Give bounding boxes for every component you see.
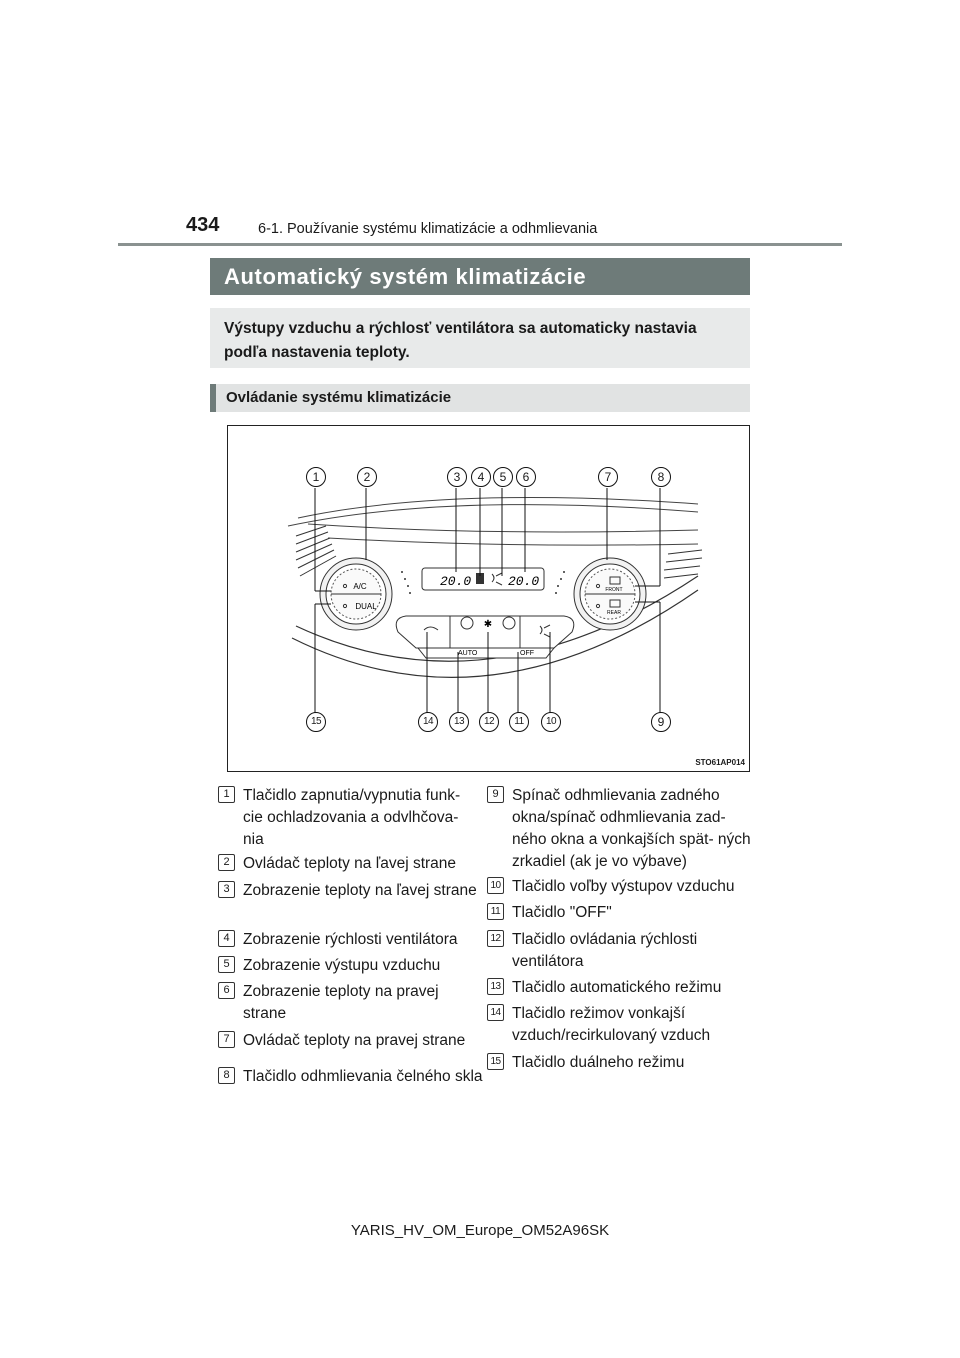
legend-item: 6 Zobrazenie teploty na pravej strane [218, 981, 483, 1025]
legend-item: 12 Tlačidlo ovládania rýchlosti ventilát… [487, 929, 752, 973]
legend-item: 11 Tlačidlo "OFF" [487, 902, 752, 924]
off-label: OFF [520, 650, 534, 657]
callout-7: 7 [598, 467, 618, 487]
legend-text: Zobrazenie rýchlosti ventilátora [243, 931, 458, 948]
legend-text: Zobrazenie výstupu vzduchu [243, 957, 441, 974]
callout-13: 13 [449, 712, 469, 732]
legend-number: 6 [218, 982, 235, 999]
callout-3: 3 [447, 467, 467, 487]
page-number: 434 [186, 214, 220, 236]
svg-text:✱: ✱ [484, 619, 492, 630]
legend-number: 8 [218, 1067, 235, 1084]
dual-label: DUAL [355, 602, 377, 611]
legend-number: 15 [487, 1053, 504, 1070]
legend-text: Zobrazenie teploty na ľavej strane [243, 882, 477, 899]
legend-item: 15 Tlačidlo duálneho režimu [487, 1052, 752, 1074]
header-rule [118, 243, 842, 246]
legend-item: 14 Tlačidlo režimov vonkajší vzduch/reci… [487, 1003, 752, 1047]
legend-number: 9 [487, 786, 504, 803]
legend-item: 8 Tlačidlo odhmlievania čelného skla [218, 1066, 483, 1088]
section-title: Automatický systém klimatizácie [210, 258, 750, 295]
legend-text: Tlačidlo ovládania rýchlosti ventilátora [512, 931, 698, 970]
legend-item: 2 Ovládač teploty na ľavej strane [218, 853, 483, 875]
footer-document-code: YARIS_HV_OM_Europe_OM52A96SK [350, 1222, 610, 1239]
legend-text: Tlačidlo automatického režimu [512, 979, 722, 996]
legend-text: Tlačidlo režimov vonkajší vzduch/recirku… [512, 1005, 711, 1044]
legend-number: 13 [487, 978, 504, 995]
figure-code: STO61AP014 [695, 758, 745, 767]
left-temp-display: 20.0 [440, 574, 471, 589]
right-temp-display: 20.0 [508, 574, 539, 589]
legend-item: 9 Spínač odhmlievania zadného okna/spína… [487, 785, 752, 873]
legend-item: 7 Ovládač teploty na pravej strane [218, 1030, 483, 1052]
legend-text: Tlačidlo "OFF" [512, 904, 612, 921]
legend-item: 5 Zobrazenie výstupu vzduchu [218, 955, 483, 977]
legend-number: 2 [218, 854, 235, 871]
legend-item: 4 Zobrazenie rýchlosti ventilátora [218, 929, 483, 951]
callout-6: 6 [516, 467, 536, 487]
legend-text: Ovládač teploty na pravej strane [243, 1032, 466, 1049]
legend-text: Tlačidlo odhmlievania čelného skla [243, 1068, 483, 1085]
callout-2: 2 [357, 467, 377, 487]
legend-number: 5 [218, 956, 235, 973]
callout-1: 1 [306, 467, 326, 487]
chapter-title: 6-1. Používanie systému klimatizácie a o… [258, 221, 598, 237]
legend-number: 14 [487, 1004, 504, 1021]
callout-12: 12 [479, 712, 499, 732]
callout-10: 10 [541, 712, 561, 732]
legend-item: 10 Tlačidlo voľby výstupov vzduchu [487, 876, 752, 898]
legend-text: Tlačidlo duálneho režimu [512, 1054, 685, 1071]
auto-label: AUTO [458, 650, 478, 657]
ac-label: A/C [353, 582, 367, 591]
callout-4: 4 [471, 467, 491, 487]
legend-item: 3 Zobrazenie teploty na ľavej strane [218, 880, 483, 902]
legend-number: 11 [487, 903, 504, 920]
legend-text: Tlačidlo voľby výstupov vzduchu [512, 878, 735, 895]
legend-number: 1 [218, 786, 235, 803]
legend-text: Ovládač teploty na ľavej strane [243, 855, 457, 872]
climate-panel-illustration: A/C DUAL FRONT REAR 20.0 20.0 ✱ [287, 488, 703, 714]
rear-label: REAR [607, 610, 621, 616]
legend-item: 1 Tlačidlo zapnutia/vypnutia funk- cie o… [218, 785, 483, 851]
legend-text: Zobrazenie teploty na pravej strane [243, 983, 439, 1022]
callout-9: 9 [651, 712, 671, 732]
legend-text: Spínač odhmlievania zadného okna/spínač … [512, 787, 751, 870]
subsection-title: Ovládanie systému klimatizácie [210, 384, 750, 412]
legend-item: 13 Tlačidlo automatického režimu [487, 977, 752, 999]
legend-number: 4 [218, 930, 235, 947]
intro-text: Výstupy vzduchu a rýchlosť ventilátora s… [210, 308, 750, 368]
legend-number: 12 [487, 930, 504, 947]
legend-number: 10 [487, 877, 504, 894]
legend-number: 7 [218, 1031, 235, 1048]
climate-control-figure: A/C DUAL FRONT REAR 20.0 20.0 ✱ [227, 425, 750, 772]
legend-number: 3 [218, 881, 235, 898]
front-label: FRONT [605, 587, 622, 593]
callout-11: 11 [509, 712, 529, 732]
callout-5: 5 [493, 467, 513, 487]
callout-8: 8 [651, 467, 671, 487]
callout-15: 15 [306, 712, 326, 732]
legend-text: Tlačidlo zapnutia/vypnutia funk- cie och… [243, 787, 461, 848]
callout-14: 14 [418, 712, 438, 732]
